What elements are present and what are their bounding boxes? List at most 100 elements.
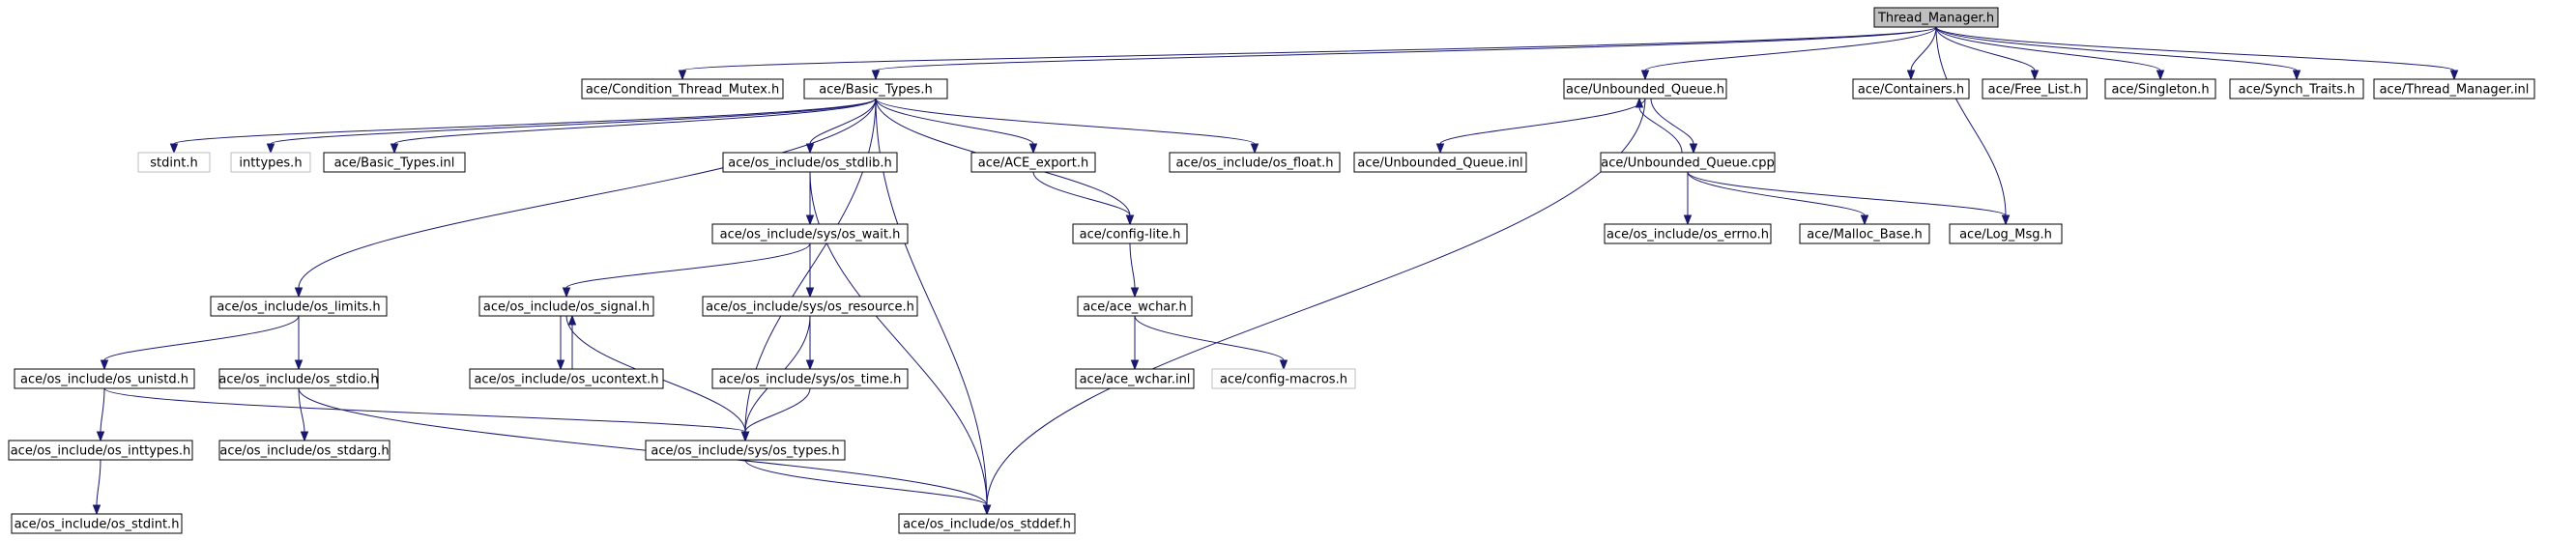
dependency-edge	[390, 98, 877, 155]
node-basic-types-inl[interactable]: ace/Basic_Types.inl	[323, 152, 466, 173]
node-ace-wchar-inl[interactable]: ace/ace_wchar.inl	[1075, 368, 1195, 389]
edge-arrowhead	[2156, 70, 2165, 81]
edge-arrowhead	[294, 287, 304, 299]
node-unbounded-queue-h[interactable]: ace/Unbounded_Queue.h	[1563, 78, 1727, 100]
node-label: ace/Malloc_Base.h	[1807, 228, 1923, 242]
dependency-edge	[294, 316, 304, 371]
dependency-edge	[103, 387, 750, 442]
dependency-edge	[266, 98, 877, 155]
node-malloc-base[interactable]: ace/Malloc_Base.h	[1799, 223, 1930, 244]
node-box	[1072, 223, 1188, 244]
node-label: ace/os_include/sys/os_wait.h	[720, 228, 901, 242]
node-label: ace/os_include/sys/os_types.h	[651, 444, 839, 459]
node-label: ace/Log_Msg.h	[1959, 228, 2052, 242]
node-os-sys-types[interactable]: ace/os_include/sys/os_types.h	[645, 440, 846, 461]
node-label: ace/Unbounded_Queue.h	[1566, 83, 1724, 98]
dependency-edge	[805, 316, 815, 371]
dependency-edge	[809, 171, 992, 516]
node-condition-thread-mutex[interactable]: ace/Condition_Thread_Mutex.h	[581, 78, 784, 100]
node-box	[478, 296, 654, 317]
node-os-stdint[interactable]: ace/os_include/os_stdint.h	[11, 513, 183, 534]
edge-line	[1687, 171, 2007, 216]
node-os-float[interactable]: ace/os_include/os_float.h	[1169, 152, 1341, 173]
node-os-ucontext[interactable]: ace/os_include/os_ucontext.h	[469, 368, 664, 389]
node-label: ace/os_include/os_errno.h	[1606, 228, 1769, 242]
node-unbounded-queue-inl[interactable]: ace/Unbounded_Queue.inl	[1353, 152, 1527, 173]
edge-line	[1910, 26, 1937, 71]
edge-line	[103, 315, 300, 361]
edge-line	[298, 98, 877, 289]
node-os-stdlib[interactable]: ace/os_include/os_stdlib.h	[722, 152, 898, 173]
node-box	[2373, 78, 2535, 100]
node-singleton[interactable]: ace/Singleton.h	[2104, 78, 2216, 100]
dependency-edge	[744, 459, 992, 516]
edge-line	[1935, 26, 2161, 71]
edge-line	[875, 98, 1034, 145]
node-os-errno[interactable]: ace/os_include/os_errno.h	[1604, 223, 1772, 244]
edge-arrowhead	[1028, 143, 1038, 155]
edge-arrowhead	[2292, 70, 2301, 81]
node-label: Thread_Manager.h	[1877, 12, 1994, 26]
node-thread-manager-inl[interactable]: ace/Thread_Manager.inl	[2373, 78, 2535, 100]
node-label: ace/Basic_Types.inl	[334, 157, 455, 171]
node-label: ace/os_include/os_stdint.h	[14, 518, 180, 532]
edge-arrowhead	[1130, 359, 1140, 371]
edge-arrowhead	[871, 70, 881, 81]
node-free-list[interactable]: ace/Free_List.h	[1982, 78, 2088, 100]
node-box	[1600, 152, 1776, 173]
edge-line	[1687, 171, 1866, 216]
edge-arrowhead	[1906, 70, 1916, 81]
node-log-msg[interactable]: ace/Log_Msg.h	[1949, 223, 2063, 244]
node-os-signal[interactable]: ace/os_include/os_signal.h	[478, 296, 654, 317]
node-label: ace/os_include/os_stddef.h	[903, 518, 1071, 532]
edge-line	[1935, 26, 2455, 71]
node-box	[1799, 223, 1930, 244]
node-box	[581, 78, 784, 100]
node-synch-traits[interactable]: ace/Synch_Traits.h	[2229, 78, 2364, 100]
node-os-limits[interactable]: ace/os_include/os_limits.h	[210, 296, 388, 317]
node-os-sys-resource[interactable]: ace/os_include/sys/os_resource.h	[702, 296, 918, 317]
node-config-lite[interactable]: ace/config-lite.h	[1072, 223, 1188, 244]
node-ace-export[interactable]: ace/ACE_export.h	[970, 152, 1096, 173]
dependency-edge	[556, 316, 565, 371]
dependency-edge	[1435, 98, 1646, 155]
node-label: ace/os_include/os_stdio.h	[218, 373, 378, 387]
node-os-sys-wait[interactable]: ace/os_include/sys/os_wait.h	[711, 223, 909, 244]
node-os-stdarg[interactable]: ace/os_include/os_stdarg.h	[218, 440, 391, 461]
edge-arrowhead	[1860, 214, 1869, 226]
node-inttypes: inttypes.h	[230, 152, 311, 173]
node-label: ace/Free_List.h	[1988, 83, 2082, 98]
dependency-edge	[1635, 97, 1683, 154]
node-thread-manager[interactable]: Thread_Manager.h	[1873, 7, 1999, 28]
node-box	[1873, 7, 1999, 28]
edge-line	[565, 242, 811, 289]
node-os-inttypes[interactable]: ace/os_include/os_inttypes.h	[8, 440, 193, 461]
node-os-stdio[interactable]: ace/os_include/os_stdio.h	[218, 368, 379, 389]
edges-layer	[92, 26, 2459, 516]
node-label: ace/os_include/os_stdlib.h	[728, 157, 891, 171]
node-label: ace/os_include/os_ucontext.h	[474, 373, 658, 387]
node-os-stddef[interactable]: ace/os_include/os_stddef.h	[898, 513, 1076, 534]
edge-line	[809, 98, 877, 145]
edge-line	[875, 26, 1937, 71]
edge-arrowhead	[169, 143, 179, 155]
edge-arrowhead	[1250, 143, 1259, 155]
node-os-unistd[interactable]: ace/os_include/os_unistd.h	[14, 368, 195, 389]
node-containers[interactable]: ace/Containers.h	[1852, 78, 1970, 100]
node-basic-types[interactable]: ace/Basic_Types.h	[803, 78, 948, 100]
node-box	[1075, 368, 1195, 389]
node-unbounded-queue-cpp[interactable]: ace/Unbounded_Queue.cpp	[1600, 152, 1776, 173]
dependency-edge	[871, 26, 1937, 81]
node-label: ace/os_include/os_inttypes.h	[11, 444, 191, 459]
edge-line	[1032, 171, 1131, 216]
edge-line	[298, 387, 305, 433]
node-label: ace/ace_wchar.inl	[1080, 373, 1191, 387]
node-ace-wchar-h[interactable]: ace/ace_wchar.h	[1077, 296, 1193, 317]
edge-line	[393, 98, 877, 145]
edge-line	[100, 387, 105, 433]
node-os-sys-time[interactable]: ace/os_include/sys/os_time.h	[711, 368, 909, 389]
edge-arrowhead	[805, 143, 815, 155]
dependency-edge	[1032, 171, 1135, 226]
edge-line	[1935, 26, 2298, 71]
node-label: ace/os_include/sys/os_time.h	[719, 373, 902, 387]
